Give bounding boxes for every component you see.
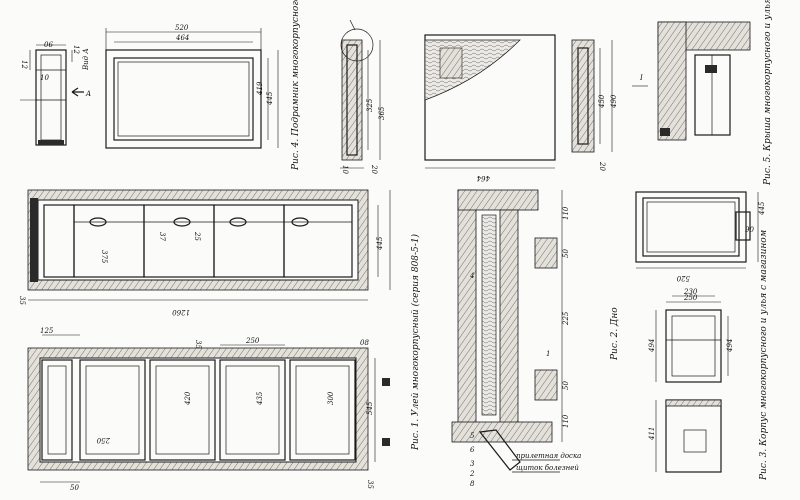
dim-10: 10 xyxy=(40,74,49,82)
dim-90: 90 xyxy=(745,226,754,234)
dim-464: 464 xyxy=(175,34,189,42)
fig4-caption: Рис. 4. Подрамник многокорпусного и улья… xyxy=(291,0,301,171)
detail-view-a: 06 12 10 12 Вид А A xyxy=(20,41,91,146)
fig2-caption: Рис. 2. Дно xyxy=(610,307,620,361)
roof-section: 325 365 10 20 xyxy=(340,19,386,174)
dim-250: 250 xyxy=(683,294,698,302)
fig5-roof: 450 490 20 I Рис. 5. Крыша многокорпусно… xyxy=(571,0,773,186)
dim-411: 411 xyxy=(648,427,656,441)
label-4: 4 xyxy=(469,272,474,280)
dim-225: 225 xyxy=(562,311,570,326)
dim-35: 35 xyxy=(18,296,26,305)
dim-435: 435 xyxy=(256,391,264,406)
note-landing-board: прилетная доска xyxy=(516,452,581,460)
dim-325: 325 xyxy=(366,98,374,112)
dim-08: 08 xyxy=(360,339,369,347)
dim-20b: 20 xyxy=(598,161,606,171)
dim-110: 110 xyxy=(562,206,570,220)
fig3-hive-body: 250 230 494 494 411 Рис. 3. Корпус много… xyxy=(648,230,769,481)
dim-35c: 35 xyxy=(366,480,374,489)
dim-20: 20 xyxy=(370,164,378,174)
dim-520: 520 xyxy=(175,24,189,32)
label-5: 5 xyxy=(470,432,475,440)
dim-10b: 10 xyxy=(341,165,349,174)
dim-545: 545 xyxy=(366,401,374,415)
label-6: 6 xyxy=(470,446,475,454)
fig3-caption: Рис. 3. Корпус многокорпусного и улья с … xyxy=(759,230,769,481)
dim-420: 420 xyxy=(184,391,192,406)
dim-490: 490 xyxy=(610,94,618,109)
fig1-hive-plan: 1260 375 445 35 37 25 xyxy=(18,189,391,316)
label-1: 1 xyxy=(546,350,550,358)
dim-520b: 520 xyxy=(676,274,690,282)
dim-419: 419 xyxy=(256,81,264,96)
dim-25: 25 xyxy=(193,231,201,241)
dim-445: 445 xyxy=(266,91,274,106)
dim-35b: 35 xyxy=(194,340,202,349)
dim-12b: 12 xyxy=(20,60,28,69)
label-3: 3 xyxy=(470,460,475,468)
fig2-bottom-plan: 520 445 90 xyxy=(635,191,766,282)
fig1-caption: Рис. 1. Улей многокорпусный (серия 808-5… xyxy=(410,233,421,451)
fig5-caption: Рис. 5. Крыша многокорпусного и улья с м… xyxy=(763,0,773,186)
dim-450: 450 xyxy=(598,94,606,109)
roman-1: I xyxy=(639,74,643,82)
dim-110b: 110 xyxy=(562,414,570,428)
dim-50c: 50 xyxy=(70,484,79,492)
dim-494b: 494 xyxy=(726,339,734,353)
dim-445c: 445 xyxy=(758,201,766,216)
dim-50: 50 xyxy=(562,249,570,258)
dim-125: 125 xyxy=(40,327,54,335)
dim-12: 12 xyxy=(72,45,80,54)
dim-37: 37 xyxy=(158,232,166,241)
dim-06: 06 xyxy=(44,41,53,49)
dim-250c: 250 xyxy=(96,436,111,444)
dim-464b: 464 xyxy=(477,174,491,182)
view-a-label: Вид А xyxy=(82,48,90,71)
dim-300: 300 xyxy=(327,391,335,405)
dim-230: 230 xyxy=(683,288,698,296)
label-2: 2 xyxy=(469,470,475,478)
arrow-a-label: A xyxy=(85,90,91,98)
fig4-frame: 520 464 419 445 Рис. 4. Подрамник многок… xyxy=(105,0,301,171)
note-shield: щиток болезней xyxy=(516,464,579,472)
roof-plan-view: 464 xyxy=(424,34,556,182)
dim-365: 365 xyxy=(378,106,386,120)
dim-445b: 445 xyxy=(376,236,384,251)
label-8: 8 xyxy=(470,480,475,488)
dim-1260: 1260 xyxy=(172,308,190,316)
dim-50b: 50 xyxy=(562,381,570,390)
dim-494: 494 xyxy=(648,339,656,353)
dim-250b: 250 xyxy=(245,337,260,345)
fig1-hive-section: 125 250 250 420 435 300 545 35 35 08 50 … xyxy=(27,233,421,492)
fig2-wall-section: 110 50 225 50 110 4 1 5 6 3 2 8 прилетна… xyxy=(451,189,620,488)
dim-375: 375 xyxy=(100,250,108,264)
